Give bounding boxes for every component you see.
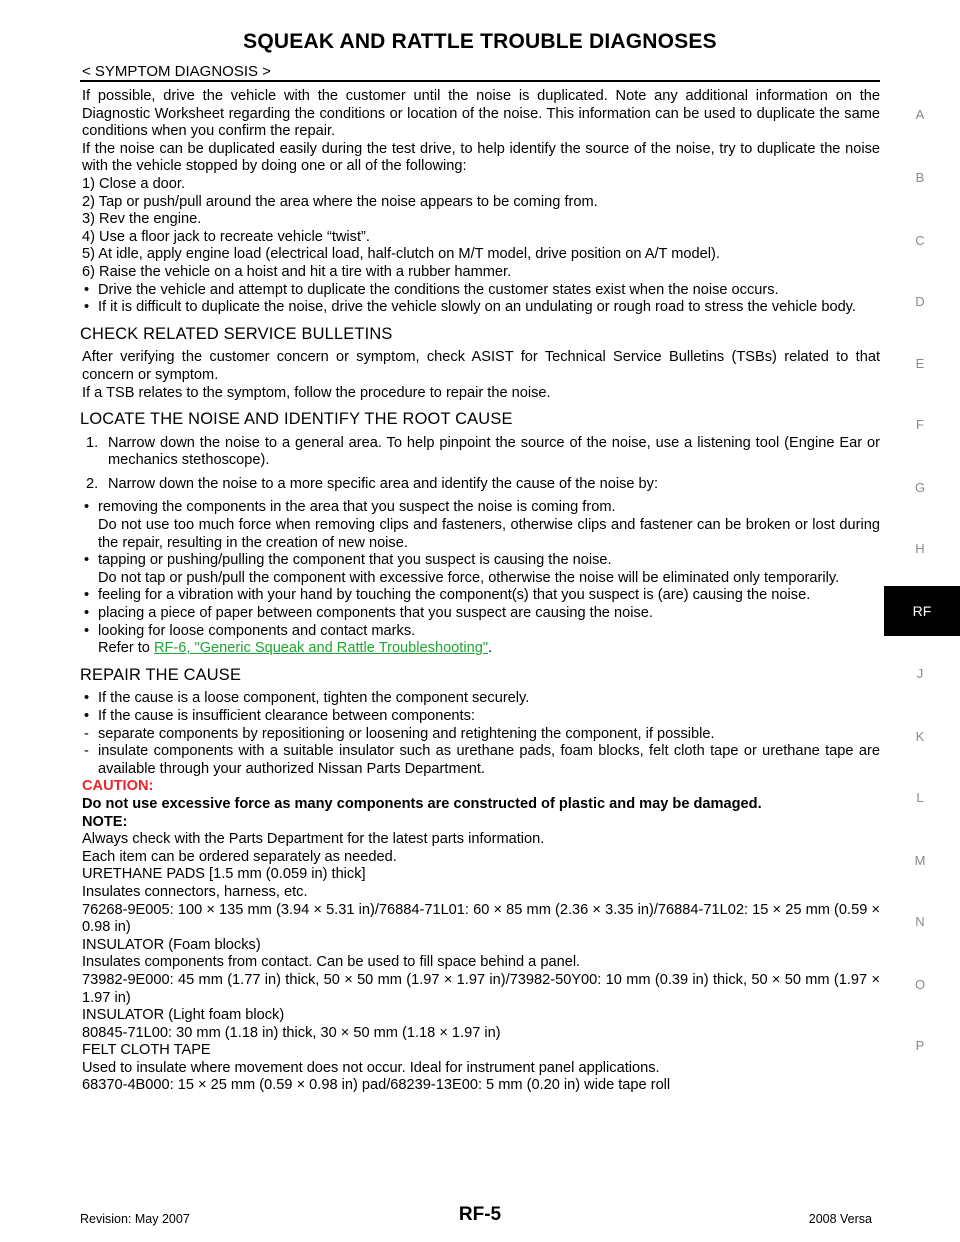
side-tab-d[interactable]: D bbox=[915, 294, 925, 309]
bullet-note: Do not use too much force when removing … bbox=[98, 517, 880, 551]
bullet-item: tapping or pushing/pulling the component… bbox=[82, 552, 880, 570]
bullet-item: If it is difficult to duplicate the nois… bbox=[82, 299, 880, 317]
note-line: 80845-71L00: 30 mm (1.18 in) thick, 30 ×… bbox=[82, 1024, 501, 1041]
footer-model: 2008 Versa bbox=[808, 1212, 872, 1226]
side-tab-a[interactable]: A bbox=[915, 107, 925, 122]
side-tab-e[interactable]: E bbox=[915, 356, 925, 371]
page-title: SQUEAK AND RATTLE TROUBLE DIAGNOSES bbox=[243, 30, 717, 53]
refer-suffix: . bbox=[488, 640, 493, 657]
rf6-troubleshooting-link[interactable]: RF-6, "Generic Squeak and Rattle Trouble… bbox=[153, 640, 489, 657]
side-tab-f[interactable]: F bbox=[916, 417, 924, 432]
section-heading-locate: LOCATE THE NOISE AND IDENTIFY THE ROOT C… bbox=[80, 410, 513, 429]
side-tab-m[interactable]: M bbox=[914, 853, 926, 868]
numbered-step-2: 2. Narrow down the noise to a more speci… bbox=[82, 476, 880, 494]
step-item: 2) Tap or push/pull around the area wher… bbox=[82, 193, 598, 210]
refer-line: Refer to RF-6, "Generic Squeak and Rattl… bbox=[82, 640, 880, 658]
side-tab-j[interactable]: J bbox=[916, 666, 924, 681]
note-line: INSULATOR (Light foam block) bbox=[82, 1007, 285, 1024]
bullet-item: feeling for a vibration with your hand b… bbox=[82, 587, 880, 605]
step-item: 4) Use a floor jack to recreate vehicle … bbox=[82, 228, 370, 245]
step-item: 3) Rev the engine. bbox=[82, 211, 202, 228]
section-heading-bulletins: CHECK RELATED SERVICE BULLETINS bbox=[80, 324, 393, 343]
section-heading-repair: REPAIR THE CAUSE bbox=[80, 665, 242, 684]
note-line: Used to insulate where movement does not… bbox=[82, 1059, 660, 1076]
dash-item: separate components by repositioning or … bbox=[82, 726, 880, 744]
bullet-item: If the cause is a loose component, tight… bbox=[82, 690, 880, 708]
side-tab-l[interactable]: L bbox=[916, 790, 924, 805]
side-tab-k[interactable]: K bbox=[915, 729, 925, 744]
manual-body: If possible, drive the vehicle with the … bbox=[80, 88, 880, 1095]
note-line: Always check with the Parts Department f… bbox=[82, 831, 545, 848]
note-line: Each item can be ordered separately as n… bbox=[82, 848, 397, 865]
bullet-item: removing the components in the area that… bbox=[82, 499, 880, 517]
step-item: 5) At idle, apply engine load (electrica… bbox=[82, 246, 720, 263]
footer-revision: Revision: May 2007 bbox=[80, 1212, 190, 1226]
note-line: Insulates connectors, harness, etc. bbox=[82, 883, 308, 900]
intro-paragraph-2: If the noise can be duplicated easily du… bbox=[82, 140, 880, 175]
step-text: Narrow down the noise to a more specific… bbox=[108, 475, 659, 492]
bullet-item: looking for loose components and contact… bbox=[82, 623, 880, 641]
numbered-step-1: 1. Narrow down the noise to a general ar… bbox=[82, 435, 880, 470]
step-number: 1. bbox=[86, 434, 99, 451]
bulletins-paragraph-2: If a TSB relates to the symptom, follow … bbox=[82, 384, 551, 401]
caution-text: Do not use excessive force as many compo… bbox=[82, 795, 762, 812]
intro-paragraph: If possible, drive the vehicle with the … bbox=[82, 88, 880, 140]
side-tab-n[interactable]: N bbox=[915, 914, 925, 929]
note-line: 76268-9E005: 100 × 135 mm (3.94 × 5.31 i… bbox=[82, 901, 880, 936]
side-tab-p[interactable]: P bbox=[915, 1038, 925, 1053]
note-line: 73982-9E000: 45 mm (1.77 in) thick, 50 ×… bbox=[82, 971, 880, 1006]
refer-prefix: Refer to bbox=[98, 640, 154, 657]
step-item: 1) Close a door. bbox=[82, 175, 186, 192]
dash-item: insulate components with a suitable insu… bbox=[82, 743, 880, 778]
caution-label: CAUTION: bbox=[82, 778, 154, 795]
note-line: Insulates components from contact. Can b… bbox=[82, 954, 581, 971]
note-line: INSULATOR (Foam blocks) bbox=[82, 936, 261, 953]
note-line: FELT CLOTH TAPE bbox=[82, 1042, 211, 1059]
bullet-note: Do not tap or push/pull the component wi… bbox=[98, 569, 840, 586]
note-line: URETHANE PADS [1.5 mm (0.059 in) thick] bbox=[82, 866, 366, 883]
note-label: NOTE: bbox=[82, 813, 128, 830]
side-index-tabs: A B C D E F G H RF J K L M N O P bbox=[880, 0, 960, 1242]
bullet-item: Drive the vehicle and attempt to duplica… bbox=[82, 282, 880, 300]
step-number: 2. bbox=[86, 475, 99, 492]
side-tab-b[interactable]: B bbox=[915, 170, 925, 185]
step-text: Narrow down the noise to a general area.… bbox=[108, 434, 880, 469]
bullet-item: placing a piece of paper between compone… bbox=[82, 605, 880, 623]
step-item: 6) Raise the vehicle on a hoist and hit … bbox=[82, 263, 512, 280]
note-line: 68370-4B000: 15 × 25 mm (0.59 × 0.98 in)… bbox=[82, 1077, 671, 1094]
side-tab-rf-active[interactable]: RF bbox=[884, 586, 960, 636]
side-tab-c[interactable]: C bbox=[915, 233, 925, 248]
bullet-item: If the cause is insufficient clearance b… bbox=[82, 708, 880, 726]
side-tab-g[interactable]: G bbox=[914, 480, 926, 495]
side-tab-o[interactable]: O bbox=[914, 977, 926, 992]
page-number: RF-5 bbox=[458, 1204, 502, 1225]
side-tab-h[interactable]: H bbox=[915, 541, 925, 556]
header-divider bbox=[80, 80, 880, 82]
bulletins-paragraph: After verifying the customer concern or … bbox=[82, 349, 880, 383]
section-breadcrumb: < SYMPTOM DIAGNOSIS > bbox=[82, 63, 271, 80]
